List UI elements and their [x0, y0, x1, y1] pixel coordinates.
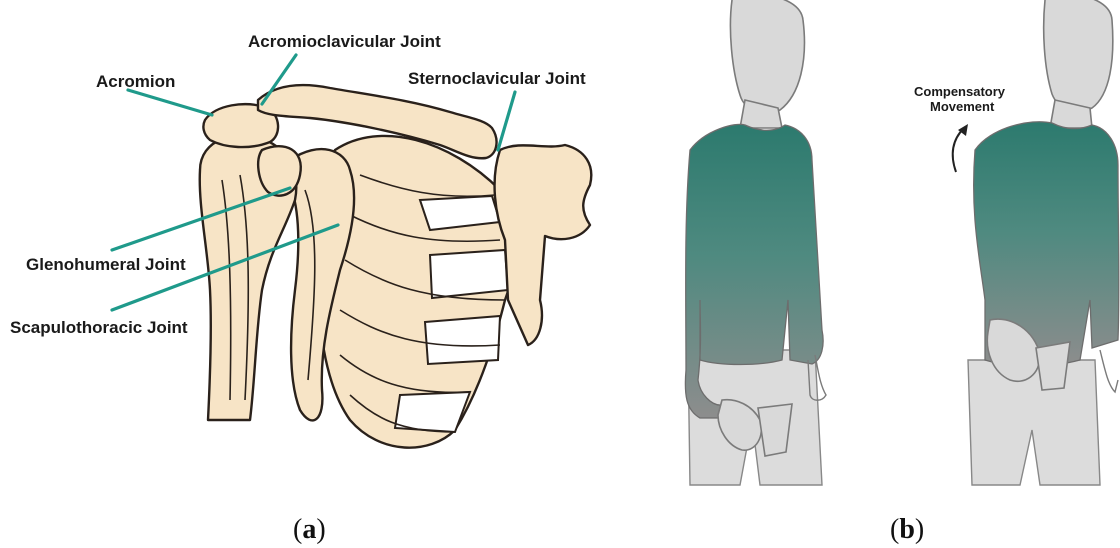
label-sternoclavicular-joint: Sternoclavicular Joint [408, 69, 586, 88]
person-neutral [685, 0, 826, 485]
sternum [495, 145, 592, 345]
label-glenohumeral-joint: Glenohumeral Joint [26, 255, 186, 274]
annotation-movement: Movement [930, 99, 995, 114]
label-acromioclavicular-joint: Acromioclavicular Joint [248, 32, 441, 51]
caption-a: (a) [293, 514, 326, 545]
shoulder-anatomy-illustration [200, 85, 592, 448]
curved-arrow-icon [953, 124, 968, 172]
person-compensating [968, 0, 1119, 485]
label-acromion: Acromion [96, 72, 175, 91]
caption-b: (b) [890, 514, 924, 545]
annotation-compensatory: Compensatory [914, 84, 1006, 99]
acromion-leader [128, 90, 212, 115]
label-scapulothoracic-joint: Scapulothoracic Joint [10, 318, 188, 337]
sternoclavicular-leader [498, 92, 515, 150]
